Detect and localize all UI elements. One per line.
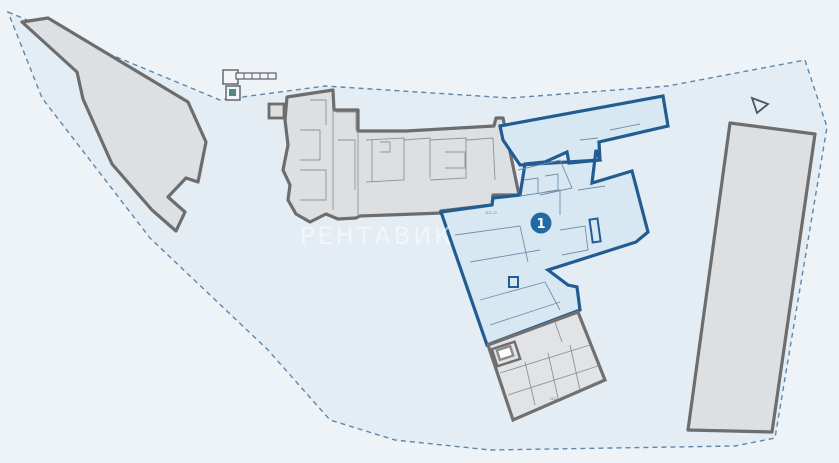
south-stair-inner [495,344,515,362]
triangle-marker-icon [750,96,770,115]
leased-room-lines [454,123,641,326]
unit-marker[interactable]: 1 [530,212,552,234]
column-feature [588,217,602,244]
small-annex [267,102,286,120]
south-room-lines [499,321,599,406]
unit-marker-label: 1 [536,217,545,232]
room-label: ▫▫ [550,396,557,402]
watermark: РЕНТАВИК [300,222,454,250]
barrier-gate-icon [222,69,277,101]
building-south [485,309,608,423]
central-room-lines [300,99,496,215]
south-stair [490,340,522,368]
room-label: ▫▫ ▫ [485,210,497,216]
building-east [686,121,817,434]
shaft-feature [508,276,519,288]
building-northwest [20,16,208,233]
